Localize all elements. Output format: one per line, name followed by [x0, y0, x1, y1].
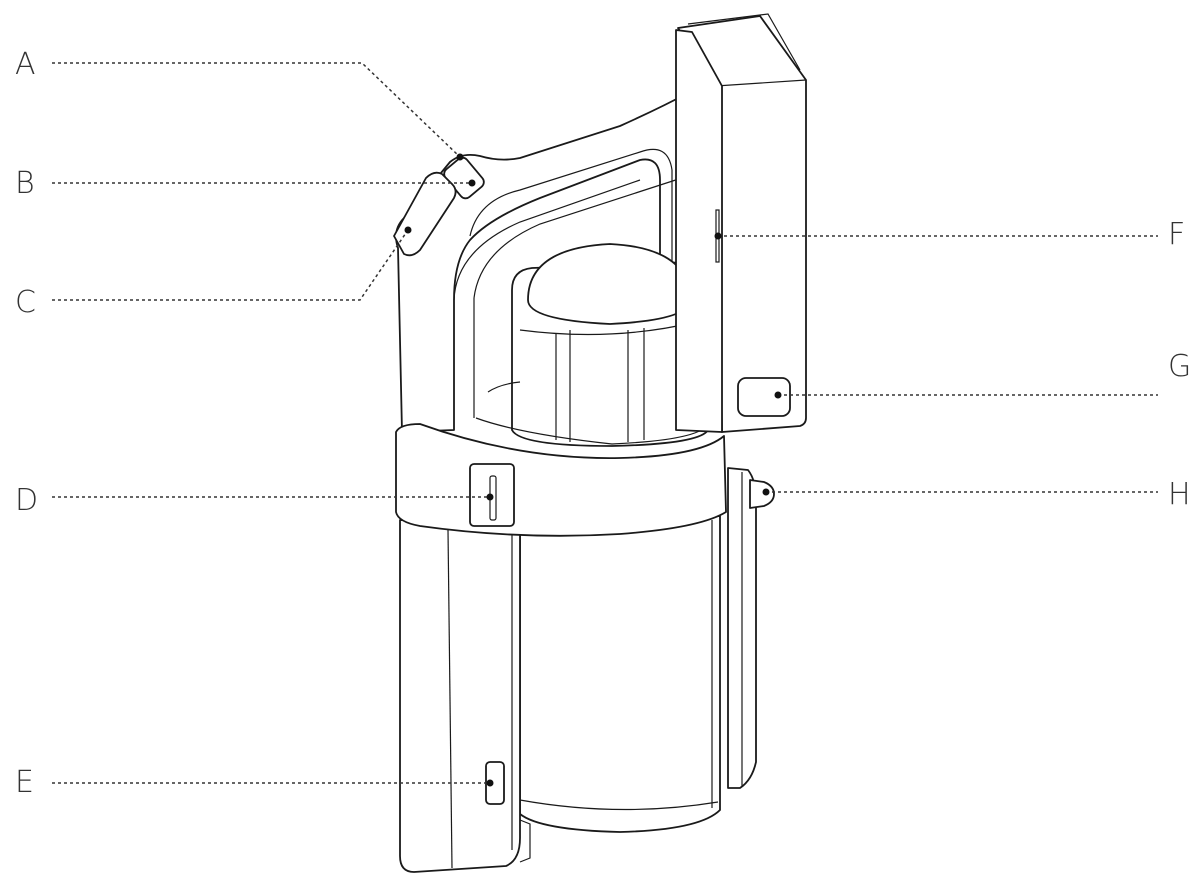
dot-D [486, 493, 494, 501]
right-tank [727, 467, 757, 789]
callout-label-C: C [15, 285, 36, 320]
part-G-panel [737, 377, 791, 417]
dot-F [714, 232, 722, 240]
callout-label-B: B [15, 166, 35, 201]
dot-B [468, 179, 476, 187]
callout-label-E: E [15, 765, 34, 800]
battery-pack [675, 13, 807, 433]
dot-C [404, 226, 412, 234]
dot-E [486, 779, 494, 787]
callout-label-A: A [15, 47, 36, 82]
leader-lines [52, 62, 1158, 784]
callout-label-G: G [1168, 349, 1192, 384]
motor-housing [475, 243, 709, 447]
dot-A [456, 153, 464, 161]
dot-G [774, 391, 782, 399]
leader-A [52, 62, 461, 158]
callout-label-H: H [1168, 477, 1191, 512]
callout-dots [404, 153, 782, 787]
callout-label-F: F [1168, 217, 1186, 252]
part-H-valve [749, 479, 775, 509]
part-C-button [393, 171, 457, 257]
callout-label-D: D [15, 483, 39, 518]
leader-C [52, 229, 409, 301]
dot-H [762, 488, 770, 496]
left-column [399, 519, 531, 873]
dust-bin [519, 515, 721, 833]
